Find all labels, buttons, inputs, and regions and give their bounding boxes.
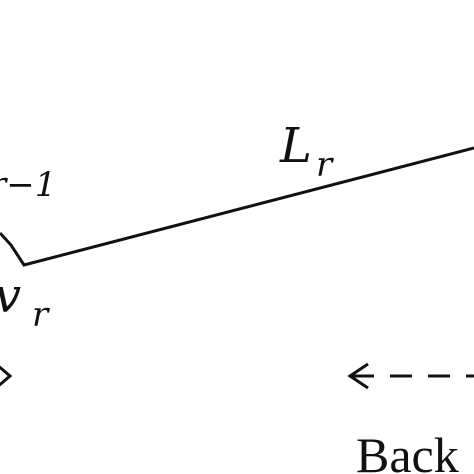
segment-label-subscript: r bbox=[316, 145, 334, 185]
previous-index-label: r−1 bbox=[0, 165, 56, 205]
direction-label: Back bbox=[356, 427, 459, 474]
backward-arrow-icon bbox=[347, 362, 474, 390]
path-segment-polyline bbox=[0, 146, 474, 267]
vertex-label-subscript: r bbox=[32, 295, 50, 335]
segment-label-main: L bbox=[279, 118, 312, 174]
forward-arrowhead-icon bbox=[0, 365, 13, 387]
vertex-label-main: v bbox=[0, 268, 21, 324]
